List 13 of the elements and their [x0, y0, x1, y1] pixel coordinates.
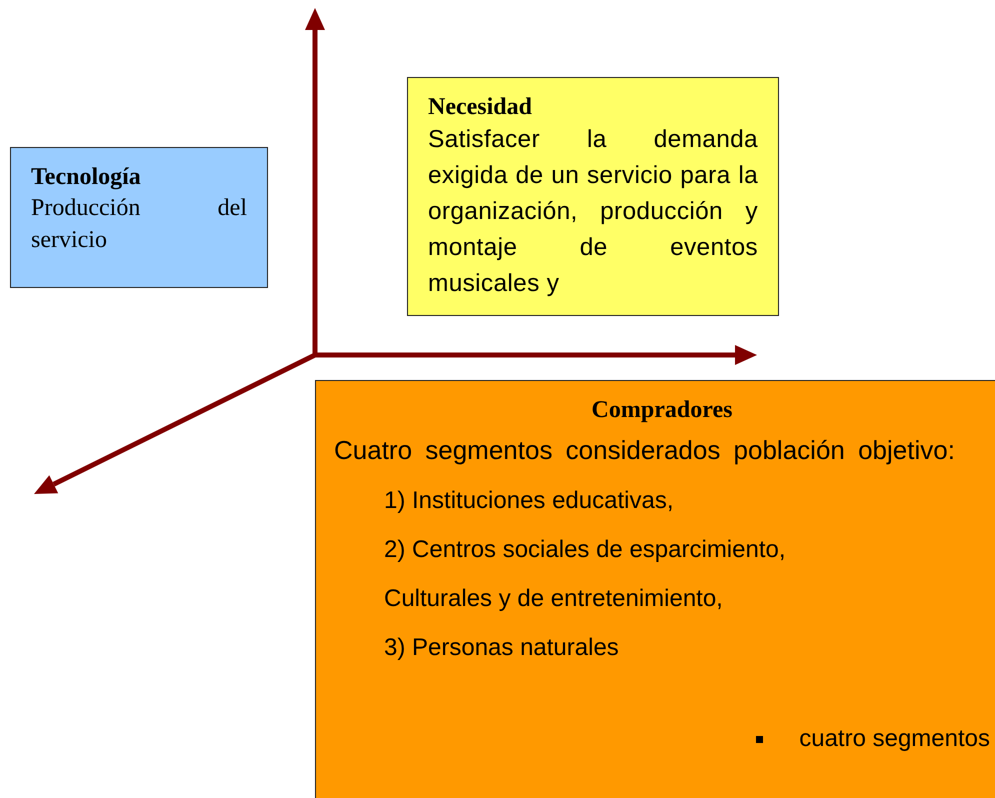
list-item: 2) Centros sociales de esparcimiento, Culturales y de entretenimiento, — [383, 535, 787, 614]
bullet-item: cuatro segmentos — [799, 725, 990, 752]
body-text: Producción del servicio — [31, 194, 247, 255]
text-box — [407, 77, 779, 316]
list-item: 3) Personas naturales — [383, 633, 620, 663]
text-box — [315, 380, 995, 798]
body-text: Cuatro segmentos considerados población objetivo: — [334, 434, 956, 467]
text-box — [10, 147, 268, 288]
body-text: Satisfacer la demanda exigida de un servicio para la organización, producción y montaje de eventos musicales y — [428, 125, 758, 299]
heading: Compradores — [590, 396, 734, 425]
heading: Necesidad — [428, 93, 533, 122]
heading: Tecnología — [31, 163, 142, 192]
list-item: 1) Instituciones educativas, — [383, 486, 674, 516]
